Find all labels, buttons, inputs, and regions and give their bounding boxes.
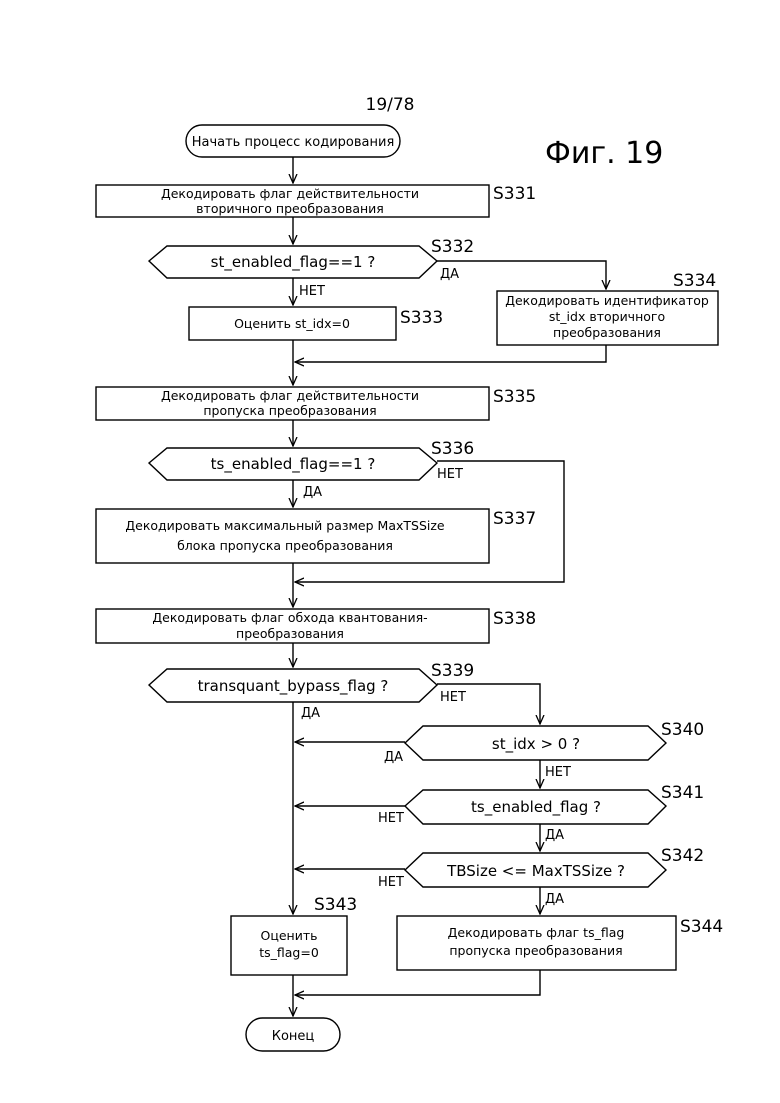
decision-s332: st_enabled_flag==1 ? S332 ДА НЕТ [149,237,474,299]
step-label: S339 [431,661,474,681]
svg-text:Декодировать флаг ts_flag: Декодировать флаг ts_flag [448,925,625,940]
branch-no: НЕТ [378,875,404,890]
step-label: S341 [661,783,704,803]
end-terminal: Конец [246,1018,340,1051]
svg-text:Декодировать флаг действительн: Декодировать флаг действительности [161,186,419,201]
start-terminal: Начать процесс кодирования [186,125,400,157]
decision-s336: ts_enabled_flag==1 ? S336 НЕТ ДА [149,439,474,500]
svg-text:пропуска преобразования: пропуска преобразования [203,403,376,418]
step-label: S333 [400,308,443,328]
svg-text:вторичного преобразования: вторичного преобразования [196,201,384,216]
branch-no: НЕТ [378,811,404,826]
svg-text:преобразования: преобразования [553,325,661,340]
step-s334: Декодировать идентификатор st_idx вторич… [497,271,718,345]
figure-title: Фиг. 19 [545,136,663,171]
step-s337: Декодировать максимальный размер MaxTSSi… [96,509,536,563]
branch-yes: ДА [440,267,459,282]
step-s333: Оценить st_idx=0 S333 [189,307,443,340]
svg-text:TBSize <= MaxTSSize ?: TBSize <= MaxTSSize ? [446,862,625,880]
decision-s340: st_idx > 0 ? S340 ДА НЕТ [384,720,704,780]
step-label: S336 [431,439,474,459]
svg-text:Декодировать флаг действительн: Декодировать флаг действительности [161,388,419,403]
step-label: S343 [314,895,357,915]
branch-no: НЕТ [440,690,466,705]
step-s331: Декодировать флаг действительности втори… [96,184,536,217]
step-s343: Оценить ts_flag=0 S343 [231,895,357,975]
step-s344: Декодировать флаг ts_flag пропуска преоб… [397,916,723,970]
step-label: S340 [661,720,704,740]
decision-s342: TBSize <= MaxTSSize ? S342 НЕТ ДА [378,846,704,907]
svg-text:Декодировать флаг обхода квант: Декодировать флаг обхода квантования- [152,610,427,625]
step-label: S334 [673,271,716,291]
branch-no: НЕТ [437,467,463,482]
svg-text:Оценить st_idx=0: Оценить st_idx=0 [234,316,350,331]
branch-yes: ДА [301,706,320,721]
step-label: S338 [493,609,536,629]
svg-text:transquant_bypass_flag ?: transquant_bypass_flag ? [198,677,389,696]
svg-text:Начать процесс кодирования: Начать процесс кодирования [192,135,395,150]
branch-yes: ДА [545,892,564,907]
step-s335: Декодировать флаг действительности пропу… [96,387,536,420]
svg-text:st_idx > 0 ?: st_idx > 0 ? [492,735,580,754]
branch-no: НЕТ [545,765,571,780]
step-s338: Декодировать флаг обхода квантования- пр… [96,609,536,643]
step-label: S331 [493,184,536,204]
decision-s339: transquant_bypass_flag ? S339 НЕТ ДА [149,661,474,721]
branch-yes: ДА [384,750,403,765]
step-label: S337 [493,509,536,529]
svg-text:st_idx вторичного: st_idx вторичного [549,309,665,324]
svg-text:ts_enabled_flag ?: ts_enabled_flag ? [471,798,601,817]
step-label: S332 [431,237,474,257]
svg-text:Оценить: Оценить [261,928,318,943]
svg-text:пропуска преобразования: пропуска преобразования [449,943,622,958]
branch-no: НЕТ [299,284,325,299]
svg-text:преобразования: преобразования [236,626,344,641]
step-label: S344 [680,917,723,937]
svg-text:ts_flag=0: ts_flag=0 [259,945,319,960]
branch-yes: ДА [545,828,564,843]
branch-yes: ДА [303,485,322,500]
step-label: S342 [661,846,704,866]
step-label: S335 [493,387,536,407]
svg-text:st_enabled_flag==1 ?: st_enabled_flag==1 ? [211,253,376,272]
svg-text:ts_enabled_flag==1 ?: ts_enabled_flag==1 ? [211,455,376,474]
decision-s341: ts_enabled_flag ? S341 НЕТ ДА [378,783,704,843]
svg-text:блока пропуска преобразования: блока пропуска преобразования [177,538,393,553]
svg-text:Конец: Конец [272,1029,315,1044]
svg-text:Декодировать максимальный разм: Декодировать максимальный размер MaxTSSi… [125,518,445,533]
page-number: 19/78 [366,95,415,115]
svg-text:Декодировать идентификатор: Декодировать идентификатор [505,293,709,308]
